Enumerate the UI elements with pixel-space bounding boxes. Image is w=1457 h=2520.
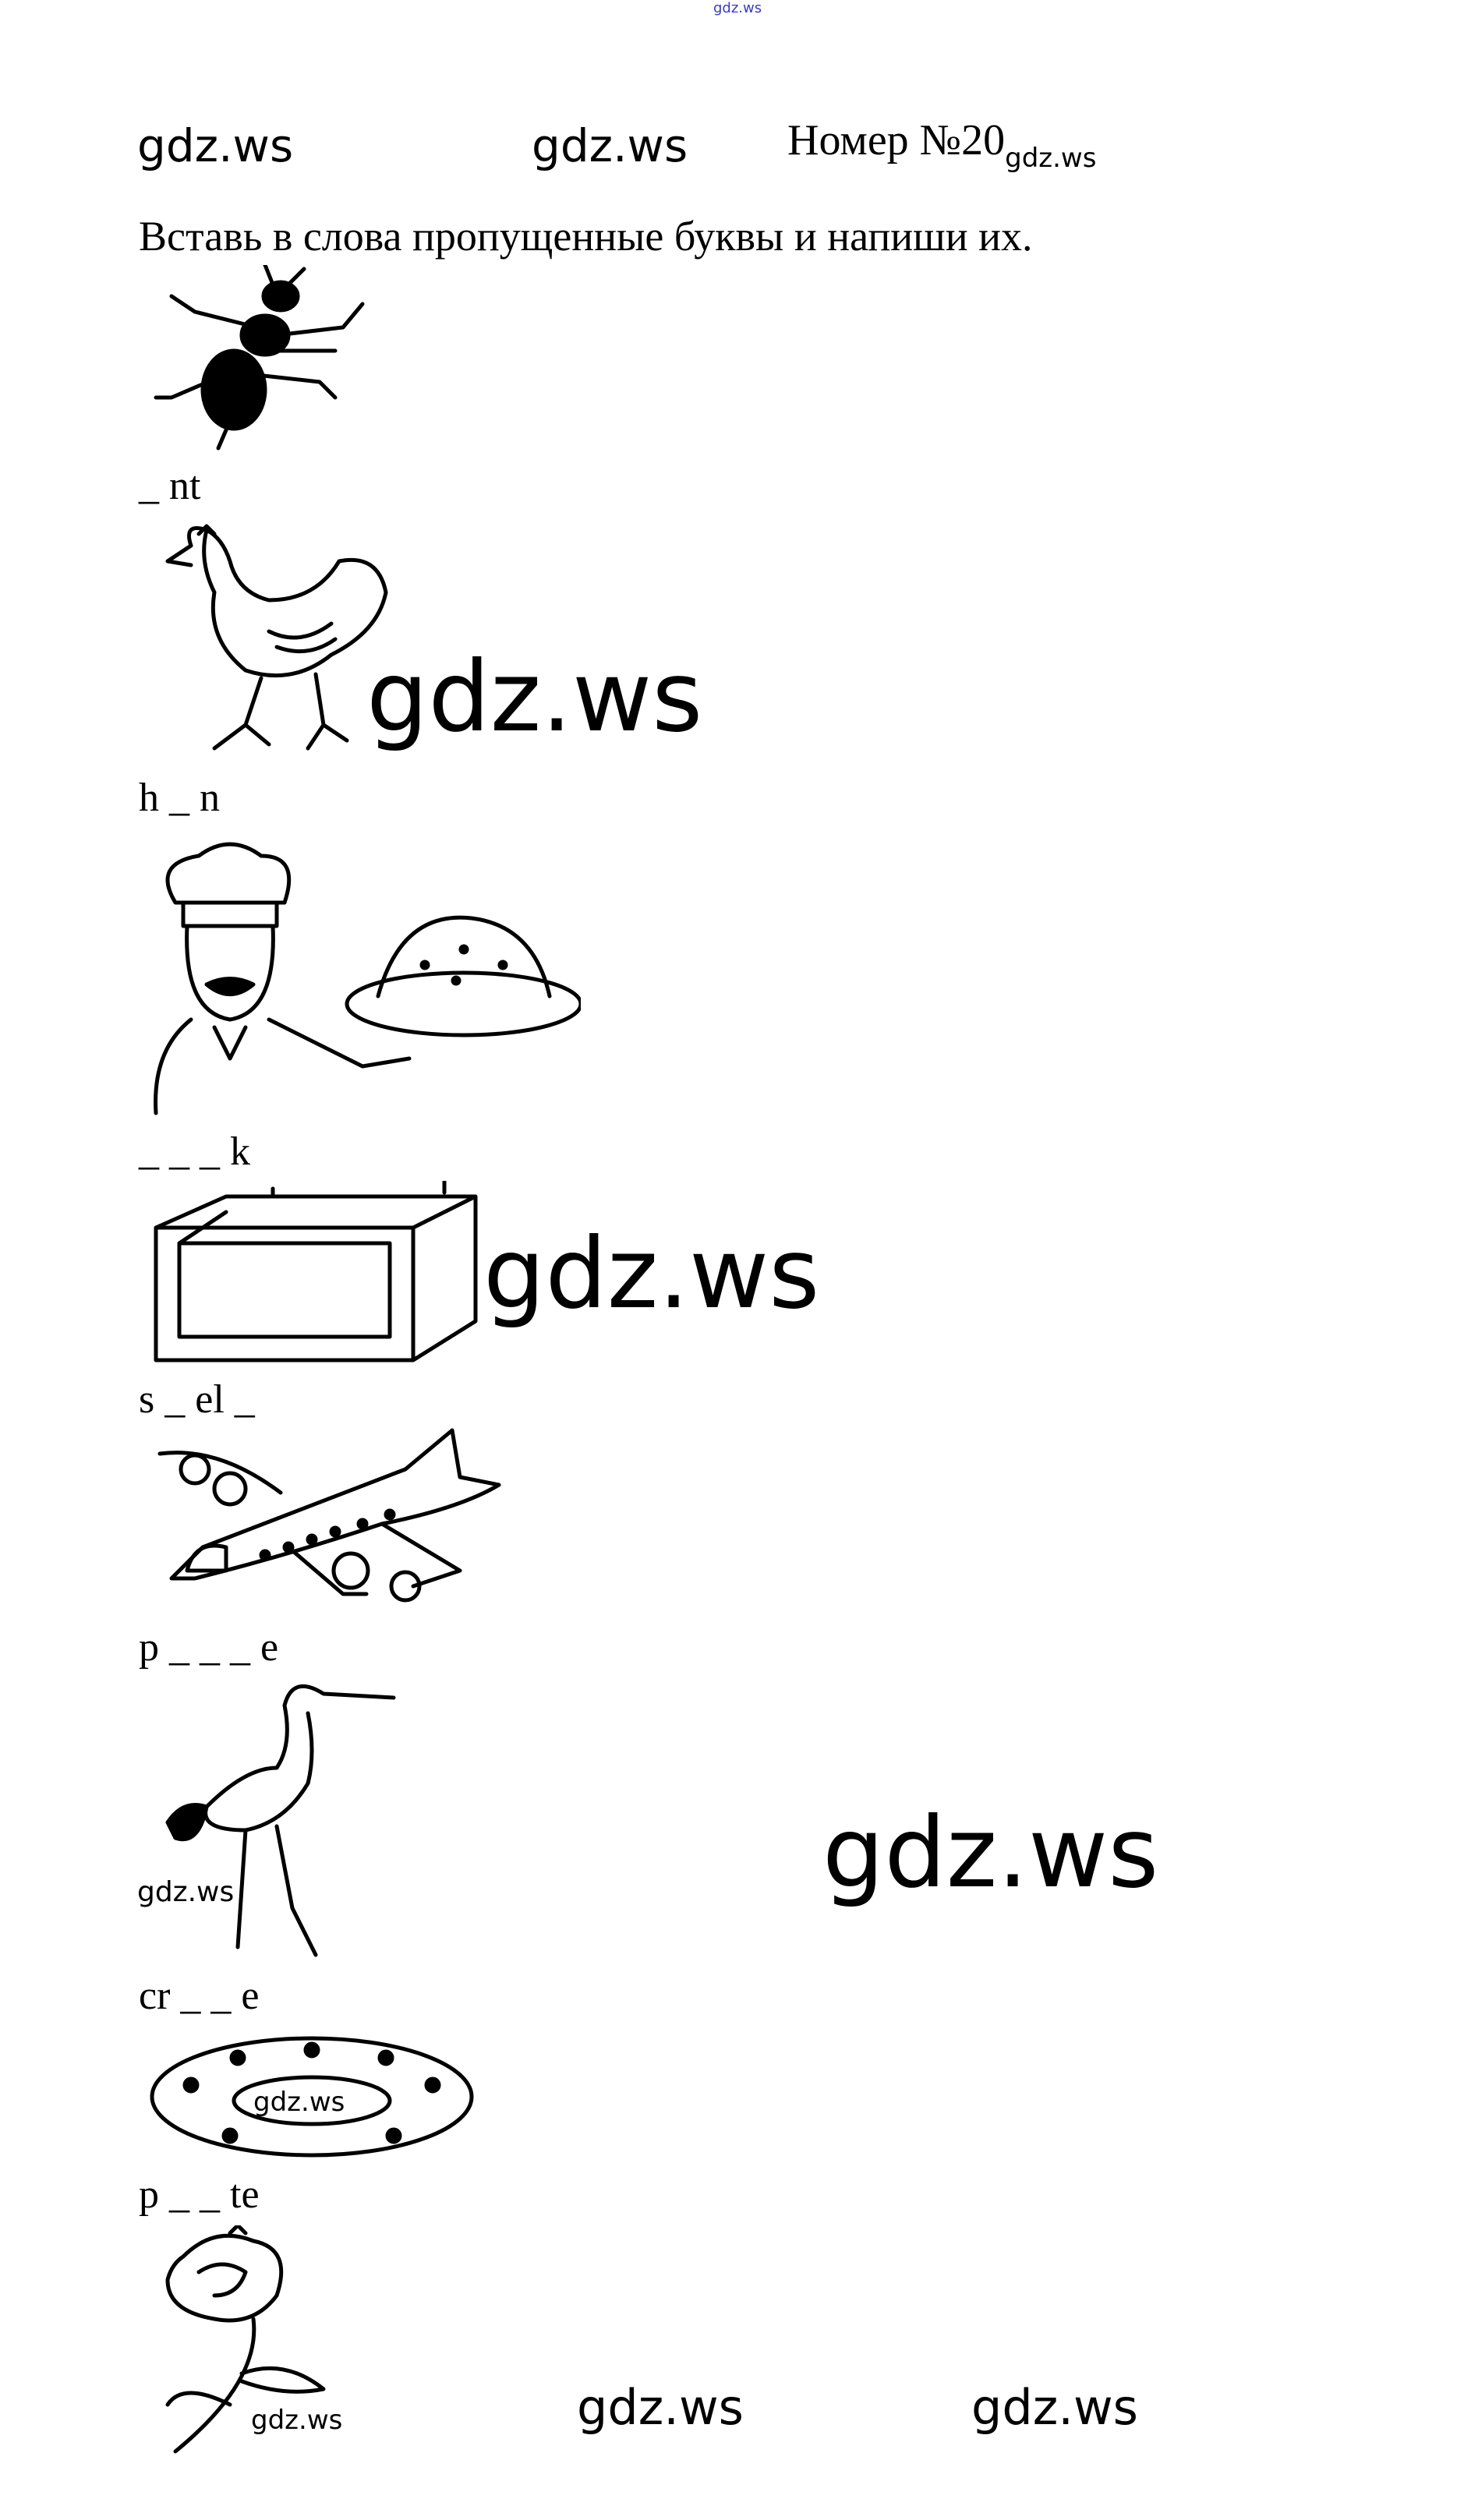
plane-picture bbox=[157, 1428, 501, 1603]
watermark-hen: gdz.ws bbox=[366, 641, 703, 754]
watermark-rose: gdz.ws bbox=[251, 2405, 343, 2436]
title-text: Номер №20 bbox=[787, 116, 1006, 164]
word-label-hen: h _ n bbox=[139, 776, 220, 820]
crane-picture bbox=[165, 1684, 396, 1957]
word-label-cook: _ _ _ k bbox=[139, 1129, 250, 1174]
title-subscript-watermark: gdz.ws bbox=[1005, 143, 1097, 174]
shelf-picture bbox=[154, 1181, 478, 1362]
header-watermark-mid: gdz.ws bbox=[532, 119, 688, 172]
watermark-crane-small: gdz.ws bbox=[137, 1876, 235, 1908]
top-watermark: gdz.ws bbox=[713, 0, 762, 16]
watermark-crane-big: gdz.ws bbox=[822, 1797, 1159, 1910]
word-label-crane: cr _ _ e bbox=[139, 1974, 260, 2018]
word-label-plate: p _ _ te bbox=[139, 2172, 260, 2217]
hen-picture bbox=[165, 524, 388, 751]
ant-picture bbox=[154, 265, 365, 451]
plate-picture bbox=[150, 2036, 474, 2158]
rose-picture bbox=[165, 2225, 326, 2454]
header-watermark-left: gdz.ws bbox=[137, 119, 294, 172]
page-title: Номер №20gdz.ws bbox=[787, 116, 1096, 171]
cook-picture bbox=[154, 842, 581, 1115]
word-label-plane: p _ _ _ e bbox=[139, 1625, 279, 1670]
watermark-plate: gdz.ws bbox=[253, 2087, 345, 2118]
instruction: Вставь в слова пропущенные буквы и напиш… bbox=[139, 213, 1033, 260]
watermark-shelf: gdz.ws bbox=[483, 1218, 820, 1331]
word-label-ant: _ nt bbox=[139, 464, 201, 508]
word-label-shelf: s _ el _ bbox=[139, 1377, 255, 1422]
watermark-bottom-mid: gdz.ws bbox=[577, 2379, 744, 2436]
watermark-bottom-right: gdz.ws bbox=[971, 2379, 1138, 2436]
